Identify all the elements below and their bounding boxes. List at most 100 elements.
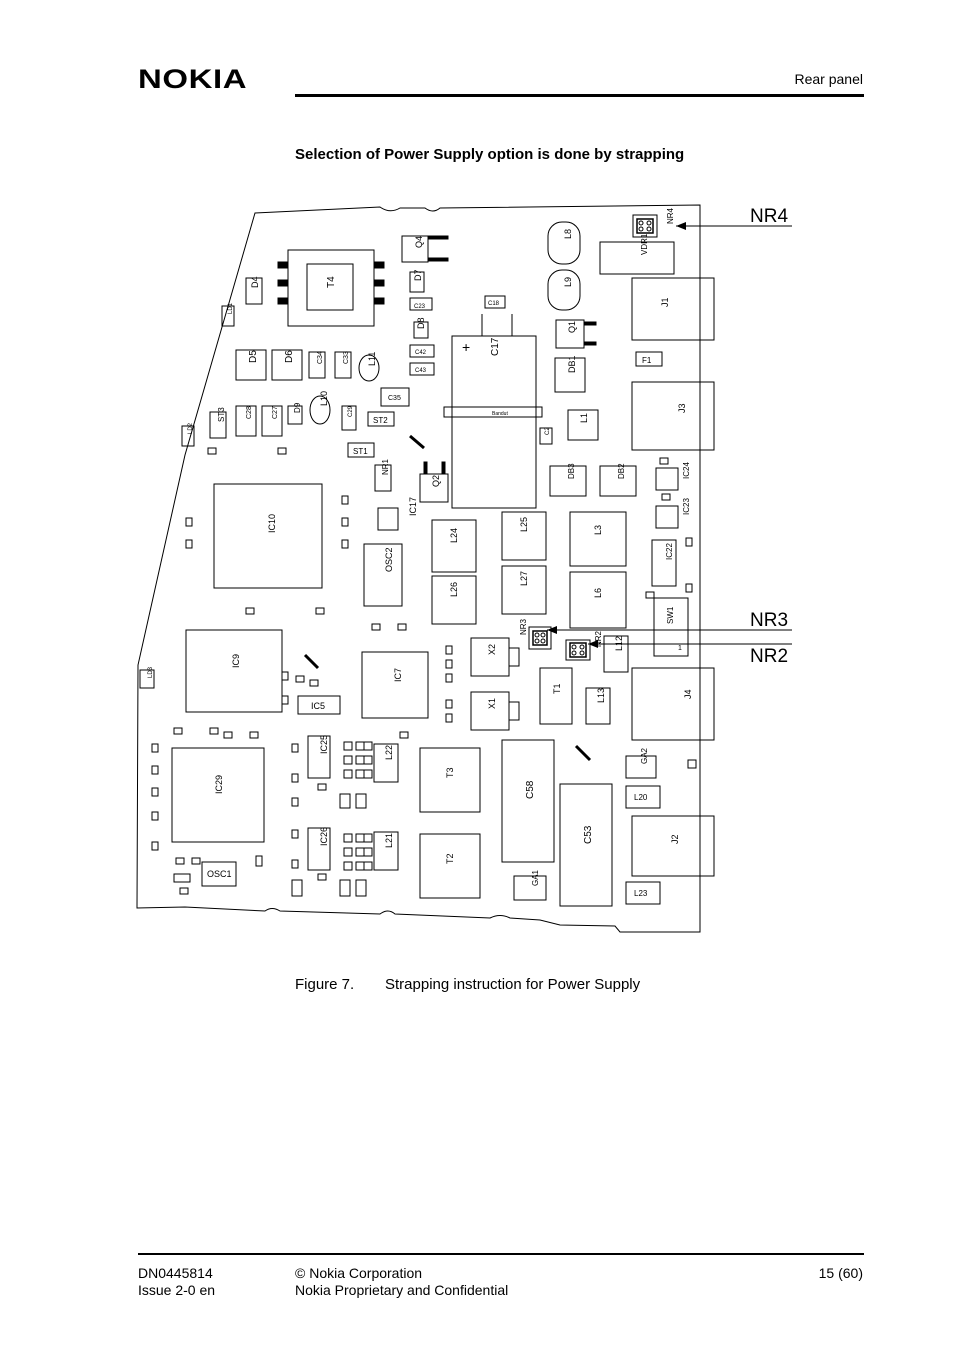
label-c34: C34 — [317, 351, 324, 364]
label-ic22: IC22 — [665, 543, 674, 560]
issue-number: Issue 2-0 en — [138, 1282, 216, 1298]
label-db2: DB2 — [617, 463, 626, 479]
label-ic26: IC26 — [319, 827, 329, 846]
label-c29: C29 — [348, 405, 354, 417]
label-sw1: SW1 — [666, 606, 675, 624]
nr4-strap — [632, 214, 658, 238]
label-db1: DB1 — [567, 355, 577, 373]
label-nr2-board: NR2 — [594, 630, 603, 647]
t4-core — [306, 263, 354, 311]
label-l12: L12 — [614, 636, 624, 651]
label-l20: L20 — [634, 793, 648, 802]
page-number: 15 (60) — [818, 1265, 863, 1281]
label-ic17: IC17 — [408, 497, 418, 516]
label-l3: L3 — [593, 525, 603, 535]
header-rule — [295, 94, 864, 97]
circuit-board-diagram: T4 D4 LD1 Q4 D7 C23 D8 C42 C43 L8 L9 NR4… — [136, 204, 792, 933]
label-c33: C33 — [343, 351, 350, 364]
label-j1: J1 — [660, 297, 670, 307]
label-db3: DB3 — [567, 463, 576, 479]
label-bandut: Bandut — [492, 411, 508, 417]
label-c18: C18 — [488, 301, 500, 307]
label-osc2: OSC2 — [384, 547, 394, 572]
label-l26: L26 — [449, 582, 459, 597]
label-st2: ST2 — [373, 416, 388, 425]
label-c43: C43 — [415, 368, 427, 374]
label-q1: Q1 — [567, 321, 577, 333]
label-st1: ST1 — [353, 447, 368, 456]
label-ic25: IC25 — [319, 735, 329, 754]
label-ld3: LD3 — [148, 666, 154, 678]
nr2-callout: NR2 — [750, 646, 788, 667]
nr3-callout: NR3 — [750, 610, 788, 631]
label-l24: L24 — [449, 528, 459, 543]
label-ld1: LD1 — [228, 302, 234, 314]
label-f1: F1 — [642, 356, 652, 365]
label-c17: C17 — [490, 337, 501, 356]
nr3-strap — [528, 626, 552, 650]
label-osc1: OSC1 — [207, 869, 232, 879]
label-l13: L13 — [596, 688, 606, 703]
nr2-strap — [565, 639, 591, 661]
label-ic29: IC29 — [214, 775, 224, 794]
label-d9: D9 — [293, 402, 302, 413]
label-ic24: IC24 — [682, 462, 691, 479]
label-j2: J2 — [670, 834, 680, 844]
label-d4: D4 — [250, 276, 260, 288]
section-title: Rear panel — [794, 71, 864, 87]
label-ga2: GA2 — [640, 747, 649, 764]
label-x2: X2 — [487, 644, 497, 655]
label-l1: L1 — [579, 413, 589, 423]
label-l25: L25 — [519, 517, 529, 532]
label-j4: J4 — [683, 689, 693, 699]
label-c58: C58 — [525, 780, 536, 799]
label-c28: C28 — [246, 406, 253, 419]
label-q2: Q2 — [431, 475, 441, 487]
label-st3: ST3 — [217, 407, 226, 422]
label-c53: C53 — [583, 825, 594, 844]
t4-body — [287, 249, 375, 327]
label-l27: L27 — [519, 571, 529, 586]
label-nr1: NR1 — [381, 458, 390, 475]
document-id: DN0445814 — [138, 1265, 213, 1281]
footer-rule — [138, 1253, 864, 1255]
label-l9: L9 — [563, 277, 573, 287]
label-d6: D6 — [284, 350, 295, 363]
label-l6: L6 — [593, 588, 603, 598]
label-x1: X1 — [487, 698, 497, 709]
label-c2: C2 — [545, 427, 551, 435]
label-ic10: IC10 — [267, 514, 277, 533]
label-ic23: IC23 — [682, 498, 691, 515]
label-l11: L11 — [367, 352, 377, 366]
board-outline — [136, 204, 701, 933]
nokia-logo: NOKIA — [138, 64, 248, 94]
label-d7: D7 — [413, 269, 423, 281]
label-nr3-board: NR3 — [519, 618, 528, 635]
label-ld2: LD2 — [188, 422, 194, 434]
figure-number: Figure 7. — [295, 976, 355, 993]
figure-caption: Strapping instruction for Power Supply — [385, 976, 641, 993]
label-l21: L21 — [384, 833, 394, 848]
label-c27: C27 — [272, 406, 279, 419]
label-l22: L22 — [384, 745, 394, 760]
label-t2: T2 — [445, 853, 455, 864]
nr4-callout: NR4 — [750, 206, 788, 227]
plus-sign: + — [462, 339, 470, 355]
label-nr4-board: NR4 — [666, 207, 675, 224]
label-t3: T3 — [445, 767, 455, 778]
label-c35: C35 — [388, 395, 401, 402]
label-l8: L8 — [563, 229, 573, 239]
label-ic5: IC5 — [311, 701, 325, 711]
label-t4: T4 — [326, 276, 337, 288]
copyright: © Nokia Corporation — [295, 1265, 423, 1281]
label-j3: J3 — [677, 403, 687, 413]
label-l23: L23 — [634, 889, 648, 898]
label-l10: L10 — [319, 391, 329, 406]
label-d8: D8 — [416, 317, 426, 329]
label-t1: T1 — [552, 683, 562, 694]
label-ga1: GA1 — [531, 869, 540, 886]
label-sw1-pin: 1 — [678, 645, 682, 652]
label-q4: Q4 — [414, 236, 424, 248]
label-c23: C23 — [414, 304, 426, 310]
label-c42: C42 — [415, 350, 427, 356]
